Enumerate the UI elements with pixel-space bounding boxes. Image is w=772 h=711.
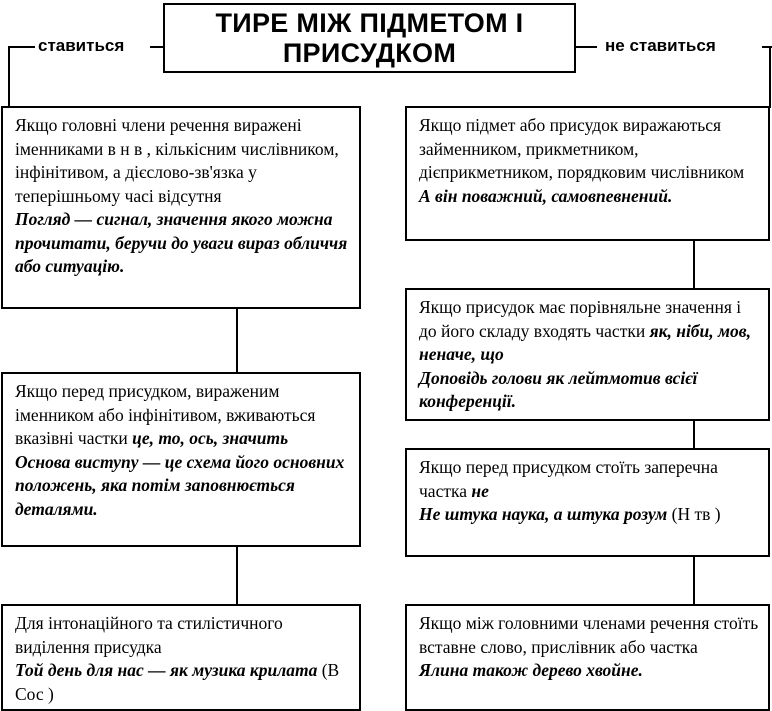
right-box-3-source: (Н тв ) (671, 504, 721, 524)
connector-right-vertical-4 (693, 556, 695, 606)
connector-right-horizontal-inner (575, 46, 597, 48)
connector-right-vertical-2 (693, 240, 695, 290)
left-box-2-particles: це, то, ось, значить (132, 428, 289, 448)
diagram-title: ТИРЕ МІЖ ПІДМЕТОМ І ПРИСУДКОМ (163, 3, 576, 73)
connector-left-vertical-3 (236, 546, 238, 606)
left-box-2-example: Основа виступу — це схема його основних … (15, 451, 345, 519)
connector-left-vertical-2 (236, 308, 238, 374)
left-box-1: Якщо головні члени речення виражені імен… (1, 106, 361, 309)
left-box-3-rule: Для інтонаційного та стилістичного виділ… (15, 613, 283, 657)
right-box-4-example: Ялина також дерево хвойне. (419, 660, 643, 680)
left-box-3: Для інтонаційного та стилістичного виділ… (1, 604, 361, 711)
left-box-3-example: Той день для нас — як музика крилата (15, 660, 318, 680)
left-box-3-source: (В Сос ) (15, 660, 340, 704)
connector-right-vertical-3 (693, 420, 695, 450)
right-box-1-example: А він поважний, самовпевнений. (419, 185, 673, 206)
left-box-2: Якщо перед присудком, вираженим іменнико… (1, 372, 361, 547)
right-box-2-particles: як, ніби, мов, неначе, що (419, 320, 751, 365)
right-box-2-example: Доповідь голови як лейтмотив всієї конфе… (419, 367, 698, 412)
label-is-placed: ставиться (38, 36, 125, 55)
right-box-3-example: Не штука наука, а штука розум (419, 504, 668, 524)
connector-left-horizontal-inner (150, 46, 164, 48)
right-box-2-rule: Якщо присудок має порівняльне значення і… (419, 297, 742, 341)
left-box-2-rule: Якщо перед присудком, вираженим іменнико… (15, 381, 316, 448)
right-box-1-rule: Якщо підмет або присудок виражаються зай… (419, 115, 745, 182)
label-is-not-placed: не ставиться (605, 36, 716, 55)
right-box-3-rule: Якщо перед присудком стоїть заперечна ча… (419, 457, 718, 501)
right-box-4-rule: Якщо між головними членами речення стоїт… (419, 613, 759, 657)
right-box-3-particles: не (471, 480, 489, 501)
right-box-1: Якщо підмет або присудок виражаються зай… (405, 106, 770, 241)
connector-left-horizontal (8, 46, 35, 48)
right-box-2: Якщо присудок має порівняльне значення і… (405, 288, 770, 421)
connector-right-vertical-1 (769, 46, 771, 108)
left-box-1-rule: Якщо головні члени речення виражені імен… (15, 115, 339, 206)
right-box-3: Якщо перед присудком стоїть заперечна ча… (405, 448, 770, 557)
connector-right-horizontal (762, 46, 772, 48)
connector-left-vertical-1 (8, 46, 10, 108)
left-box-1-example: Погляд — сигнал, значення якого можна пр… (15, 209, 348, 276)
right-box-4: Якщо між головними членами речення стоїт… (405, 604, 770, 711)
